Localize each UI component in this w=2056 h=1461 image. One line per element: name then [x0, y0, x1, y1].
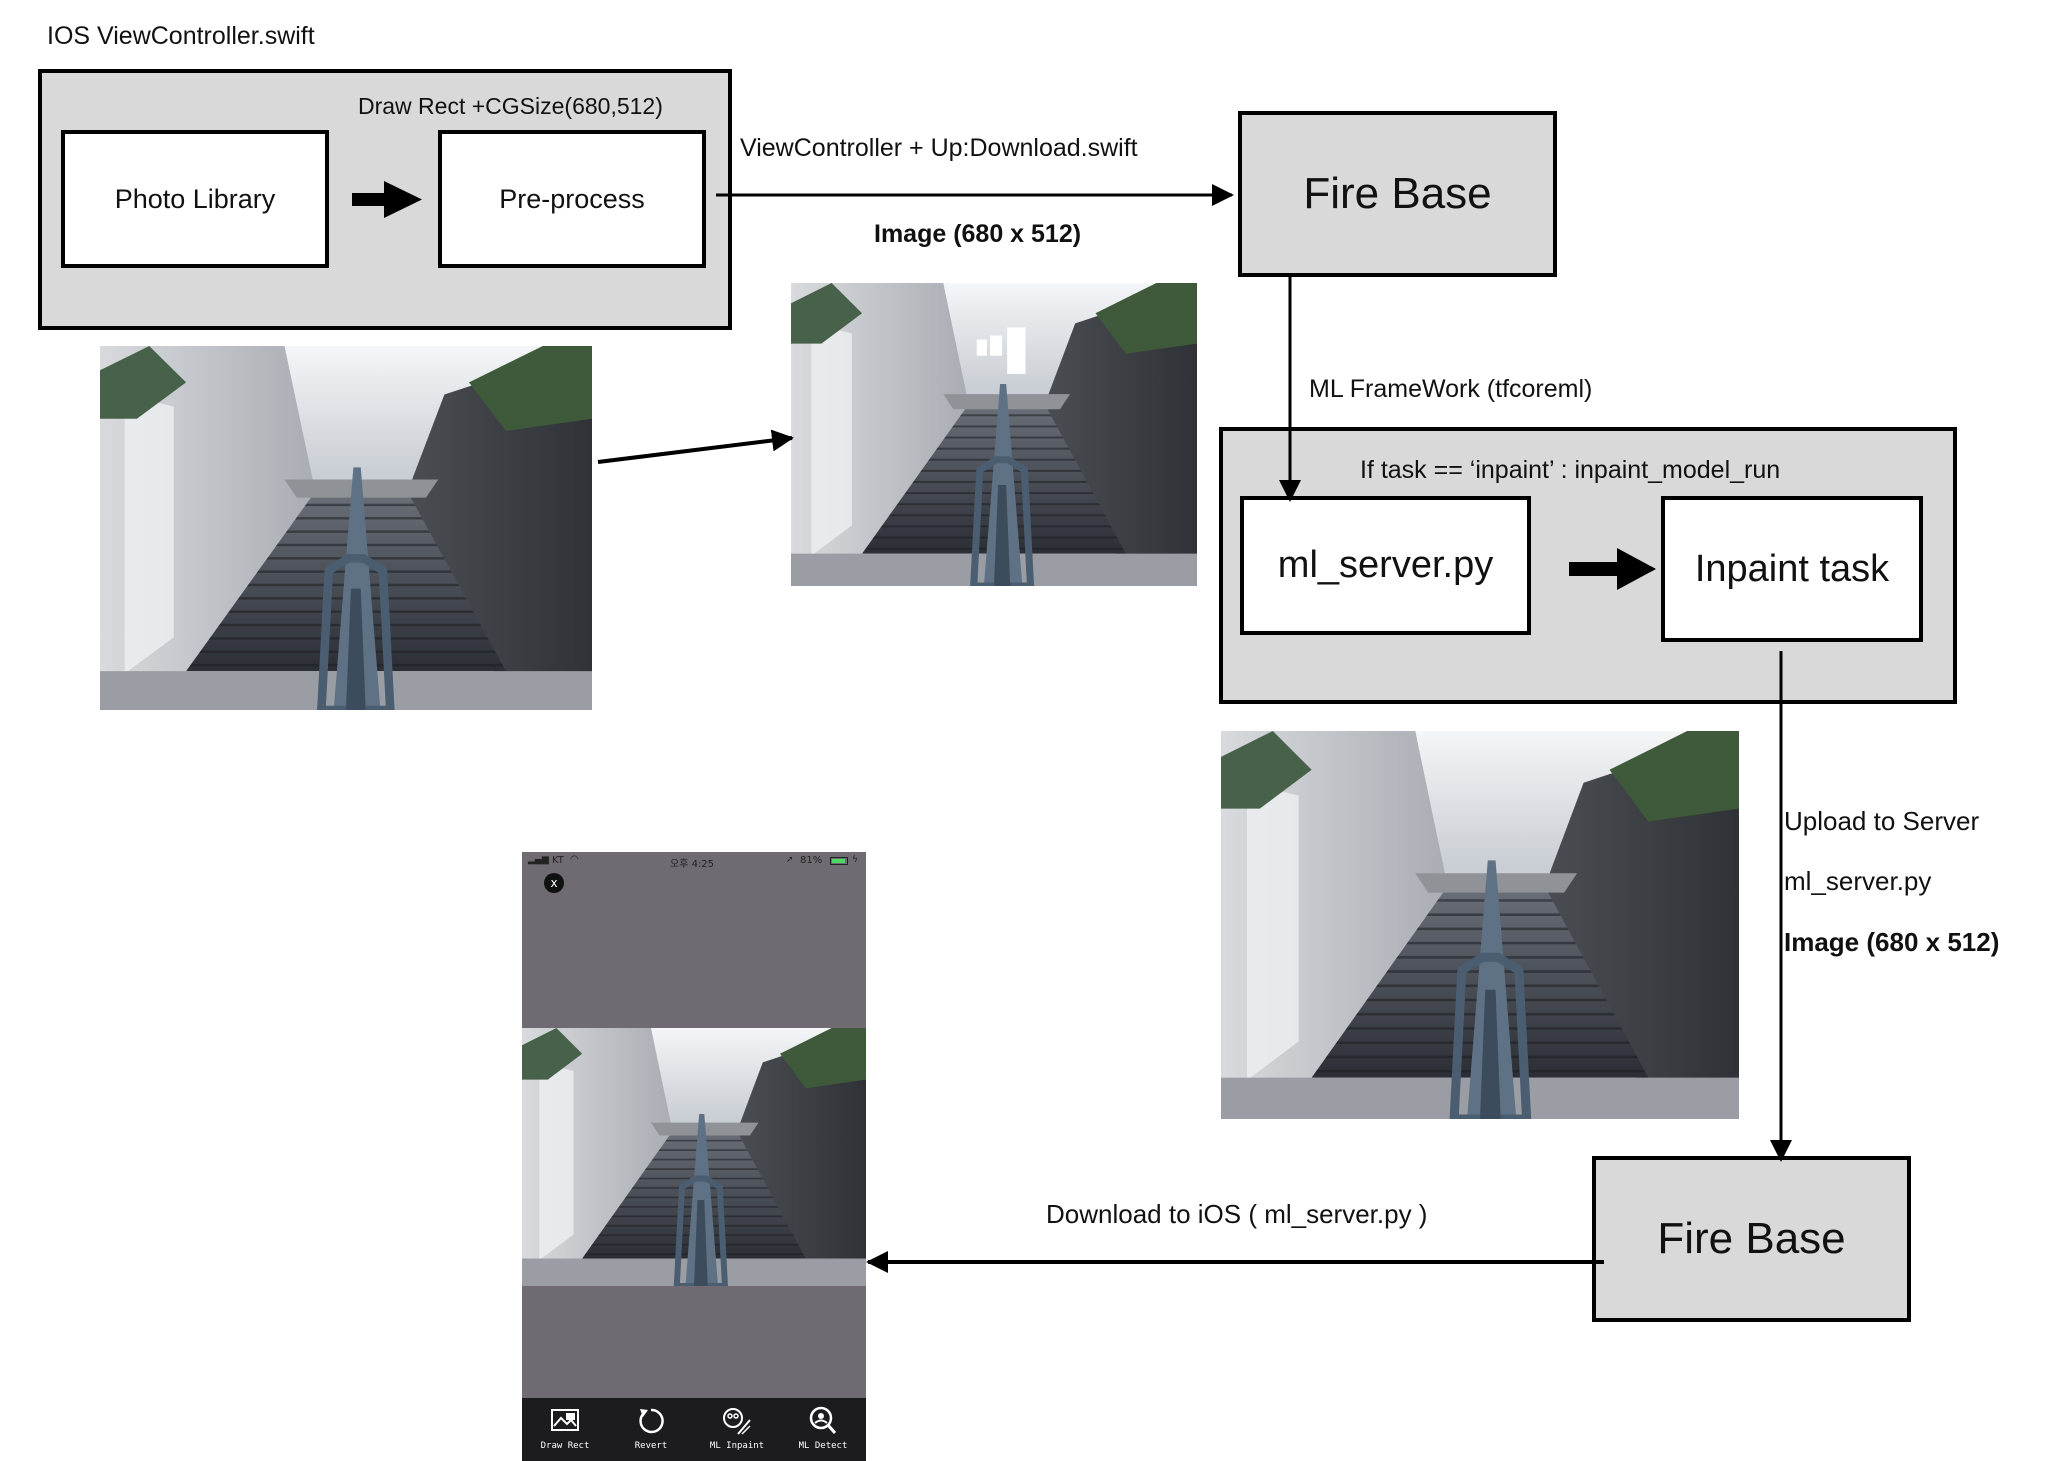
masked-photo [791, 283, 1197, 586]
inpaint-task-label: Inpaint task [1694, 547, 1890, 590]
arrow-photo-masked [597, 429, 794, 464]
revert-label: Revert [634, 1441, 668, 1451]
ml-inpaint-icon [723, 1408, 751, 1435]
firebase-top-box: Fire Base [1238, 111, 1557, 277]
phone-toolbar: Draw Rect Revert ML Inpaint [522, 1398, 866, 1461]
draw-rect-button[interactable]: Draw Rect [525, 1398, 605, 1461]
charging-icon: ϟ [852, 855, 858, 865]
ml-group-caption: If task == ‘inpaint’ : inpaint_model_run [1360, 456, 1781, 484]
iphone-screenshot: ▂▄▆ KT ◠ 오후 4:25 ➚ 81% ϟ x Draw Rect [522, 852, 866, 1461]
download-label: Download to iOS ( ml_server.py ) [1046, 1199, 1428, 1229]
draw-rect-icon [551, 1409, 579, 1431]
revert-button[interactable]: Revert [611, 1398, 691, 1461]
firebase-bottom-label: Fire Base [1657, 1214, 1846, 1263]
status-bar: ▂▄▆ KT ◠ 오후 4:25 ➚ 81% ϟ [522, 852, 866, 870]
fat-arrow-ml [1569, 548, 1656, 590]
ml-framework-label: ML FrameWork (tfcoreml) [1309, 375, 1593, 403]
ios-group-caption: Draw Rect +CGSize(680,512) [358, 93, 663, 119]
ml-inpaint-label: ML Inpaint [709, 1441, 765, 1451]
ml-inpaint-button[interactable]: ML Inpaint [697, 1398, 777, 1461]
status-time: 오후 4:25 [670, 859, 715, 870]
battery-icon [830, 857, 848, 865]
firebase-bottom-box: Fire Base [1592, 1156, 1911, 1322]
ml-server-label: ml_server.py [1277, 544, 1494, 586]
revert-icon [639, 1408, 664, 1434]
location-icon: ➚ [786, 855, 794, 865]
inpaint-task-box: Inpaint task [1661, 496, 1923, 642]
upload-to-server-label: Upload to Server [1784, 806, 1980, 836]
ml-detect-label: ML Detect [798, 1441, 848, 1451]
diagram-title: IOS ViewController.swift [47, 22, 315, 50]
ml-server-box: ml_server.py [1240, 496, 1531, 635]
preprocess-label: Pre-process [499, 183, 645, 214]
photo-library-box: Photo Library [61, 130, 329, 268]
carrier-label: KT [552, 855, 564, 866]
signal-icon: ▂▄▆ [528, 855, 549, 865]
ml-detect-icon [809, 1406, 837, 1434]
photo-library-label: Photo Library [114, 183, 276, 214]
upload-image-size: Image (680 x 512) [874, 220, 1082, 248]
close-icon: x [550, 876, 558, 890]
close-button[interactable]: x [544, 873, 564, 893]
ml-server-py-label: ml_server.py [1784, 866, 1932, 896]
battery-percent: 81% [800, 855, 823, 866]
draw-rect-label: Draw Rect [540, 1441, 590, 1451]
preprocess-box: Pre-process [438, 130, 706, 268]
ml-detect-button[interactable]: ML Detect [783, 1398, 863, 1461]
wifi-icon: ◠ [570, 854, 579, 865]
server-image-size-label: Image (680 x 512) [1784, 927, 2000, 957]
fat-arrow-ios [352, 181, 422, 218]
upload-label: ViewController + Up:Download.swift [740, 134, 1138, 162]
firebase-top-label: Fire Base [1303, 169, 1492, 218]
